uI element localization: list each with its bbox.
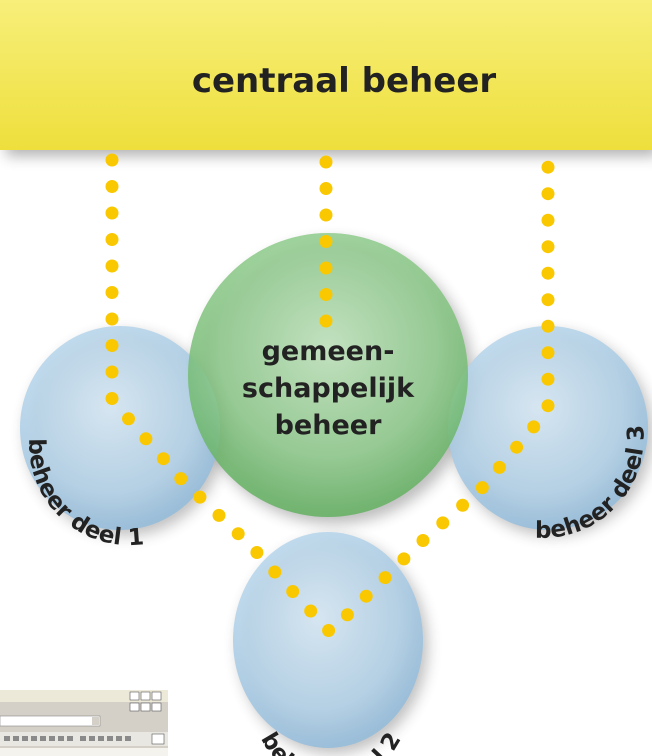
connector-dot: [541, 346, 555, 360]
connector-dot: [156, 452, 170, 466]
connector-dot: [436, 516, 450, 530]
connector-dot: [456, 498, 470, 512]
connector-dot: [304, 604, 318, 618]
connector-dot: [397, 552, 411, 566]
connector-dot: [268, 565, 282, 579]
connector-dot: [105, 259, 119, 273]
connector-dot: [541, 187, 555, 201]
connector-dot: [105, 233, 119, 246]
header-title: centraal beheer: [192, 61, 497, 101]
connector-dot: [212, 508, 226, 522]
connector-dot: [105, 365, 119, 379]
window-screenshot-fragment: [0, 686, 172, 756]
circle-beheer-deel-1: [20, 326, 220, 530]
connector-dot: [541, 266, 555, 280]
connector-dot: [250, 546, 264, 559]
connector-dot: [541, 213, 555, 227]
connector-dot: [122, 412, 135, 426]
connector-dot: [105, 312, 119, 326]
connector-dot: [541, 240, 555, 254]
window-control-icons: [129, 691, 162, 712]
circle-gemeenschappelijk-beheer: [188, 233, 468, 517]
connector-dot: [319, 182, 333, 195]
center-label-line-2: schappelijk: [242, 373, 415, 404]
connector-dot: [541, 293, 555, 307]
connector-dot: [286, 585, 300, 598]
dotted-connectors: [105, 153, 555, 637]
connector-dot: [105, 206, 119, 220]
header-box: [0, 0, 652, 150]
connector-dot: [319, 235, 333, 248]
connector-dot: [174, 472, 188, 486]
connector-dot: [475, 481, 489, 495]
connector-dot: [416, 534, 430, 547]
connector-dot: [193, 490, 207, 504]
connector-dot: [378, 571, 392, 585]
connector-dot: [541, 319, 555, 333]
connector-dot: [541, 372, 555, 386]
circle-beheer-deel-3: [448, 326, 648, 530]
connector-dot: [105, 339, 119, 352]
connector-dot: [231, 527, 245, 541]
connector-dot: [319, 261, 333, 275]
connector-dot: [340, 608, 354, 622]
center-label-line-3: beheer: [275, 410, 382, 441]
connector-dot: [319, 208, 333, 222]
connector-dot: [541, 399, 555, 413]
connector-dot: [319, 314, 333, 328]
connector-dot: [105, 180, 119, 193]
connector-dot: [492, 460, 506, 474]
circle-beheer-deel-2: [233, 532, 423, 748]
center-label-line-1: gemeen-: [262, 336, 395, 367]
connector-dot: [319, 288, 333, 301]
connector-dot: [359, 589, 373, 603]
connector-dot: [322, 624, 336, 637]
connector-dot: [319, 155, 333, 169]
connector-dot: [541, 160, 555, 174]
connector-dot: [527, 420, 541, 434]
connector-dot: [105, 392, 119, 405]
connector-dot: [510, 440, 524, 454]
connector-dot: [105, 286, 119, 299]
connector-dot: [105, 153, 119, 167]
connector-dot: [139, 432, 153, 446]
